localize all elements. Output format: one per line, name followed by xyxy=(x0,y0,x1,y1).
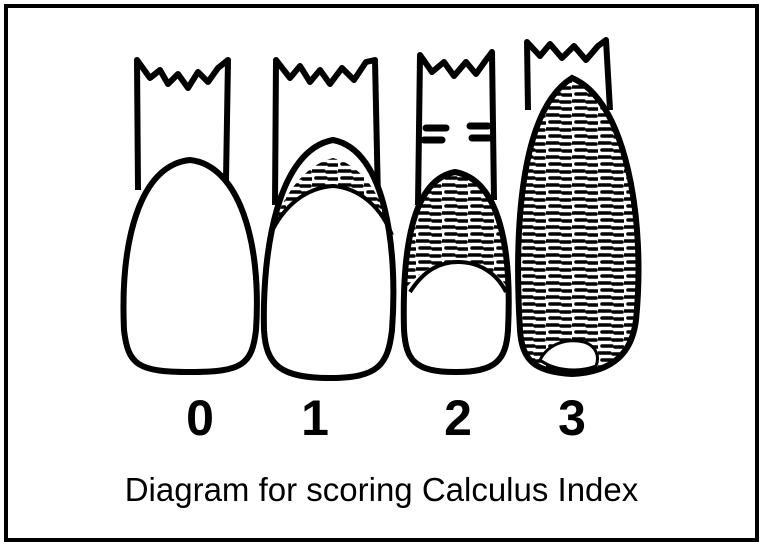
score-label-3: 3 xyxy=(558,390,586,446)
tooth-3 xyxy=(515,37,642,378)
score-label-1: 1 xyxy=(301,390,329,446)
diagram-border xyxy=(4,4,759,542)
score-label-0: 0 xyxy=(186,390,214,446)
diagram-caption: Diagram for scoring Calculus Index xyxy=(124,471,639,508)
score-label-2: 2 xyxy=(444,390,472,446)
tooth-2 xyxy=(400,49,512,376)
tooth-0 xyxy=(120,57,260,376)
tooth-1 xyxy=(260,57,397,382)
